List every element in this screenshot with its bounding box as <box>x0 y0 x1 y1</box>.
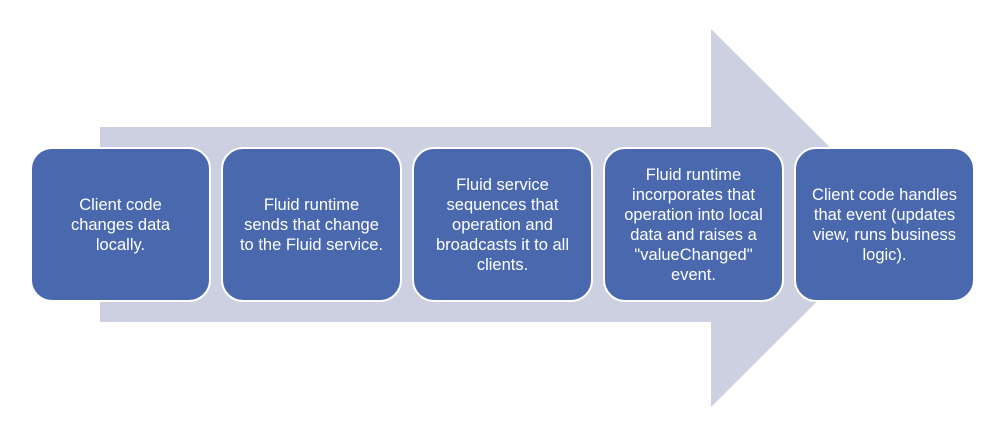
step-1-text: Client code changes data locally. <box>70 195 171 254</box>
step-1-box: Client code changes data locally. <box>30 147 211 302</box>
step-5-box: Client code handles that event (updates … <box>794 147 975 302</box>
step-2-box: Fluid runtime sends that change to the F… <box>221 147 402 302</box>
step-3-text: Fluid service sequences that operation a… <box>436 175 569 274</box>
step-2-text: Fluid runtime sends that change to the F… <box>239 195 384 254</box>
step-4-box: Fluid runtime incorporates that operatio… <box>603 147 784 302</box>
step-5-text: Client code handles that event (updates … <box>812 185 957 264</box>
step-4-text: Fluid runtime incorporates that operatio… <box>624 165 763 284</box>
step-3-box: Fluid service sequences that operation a… <box>412 147 593 302</box>
